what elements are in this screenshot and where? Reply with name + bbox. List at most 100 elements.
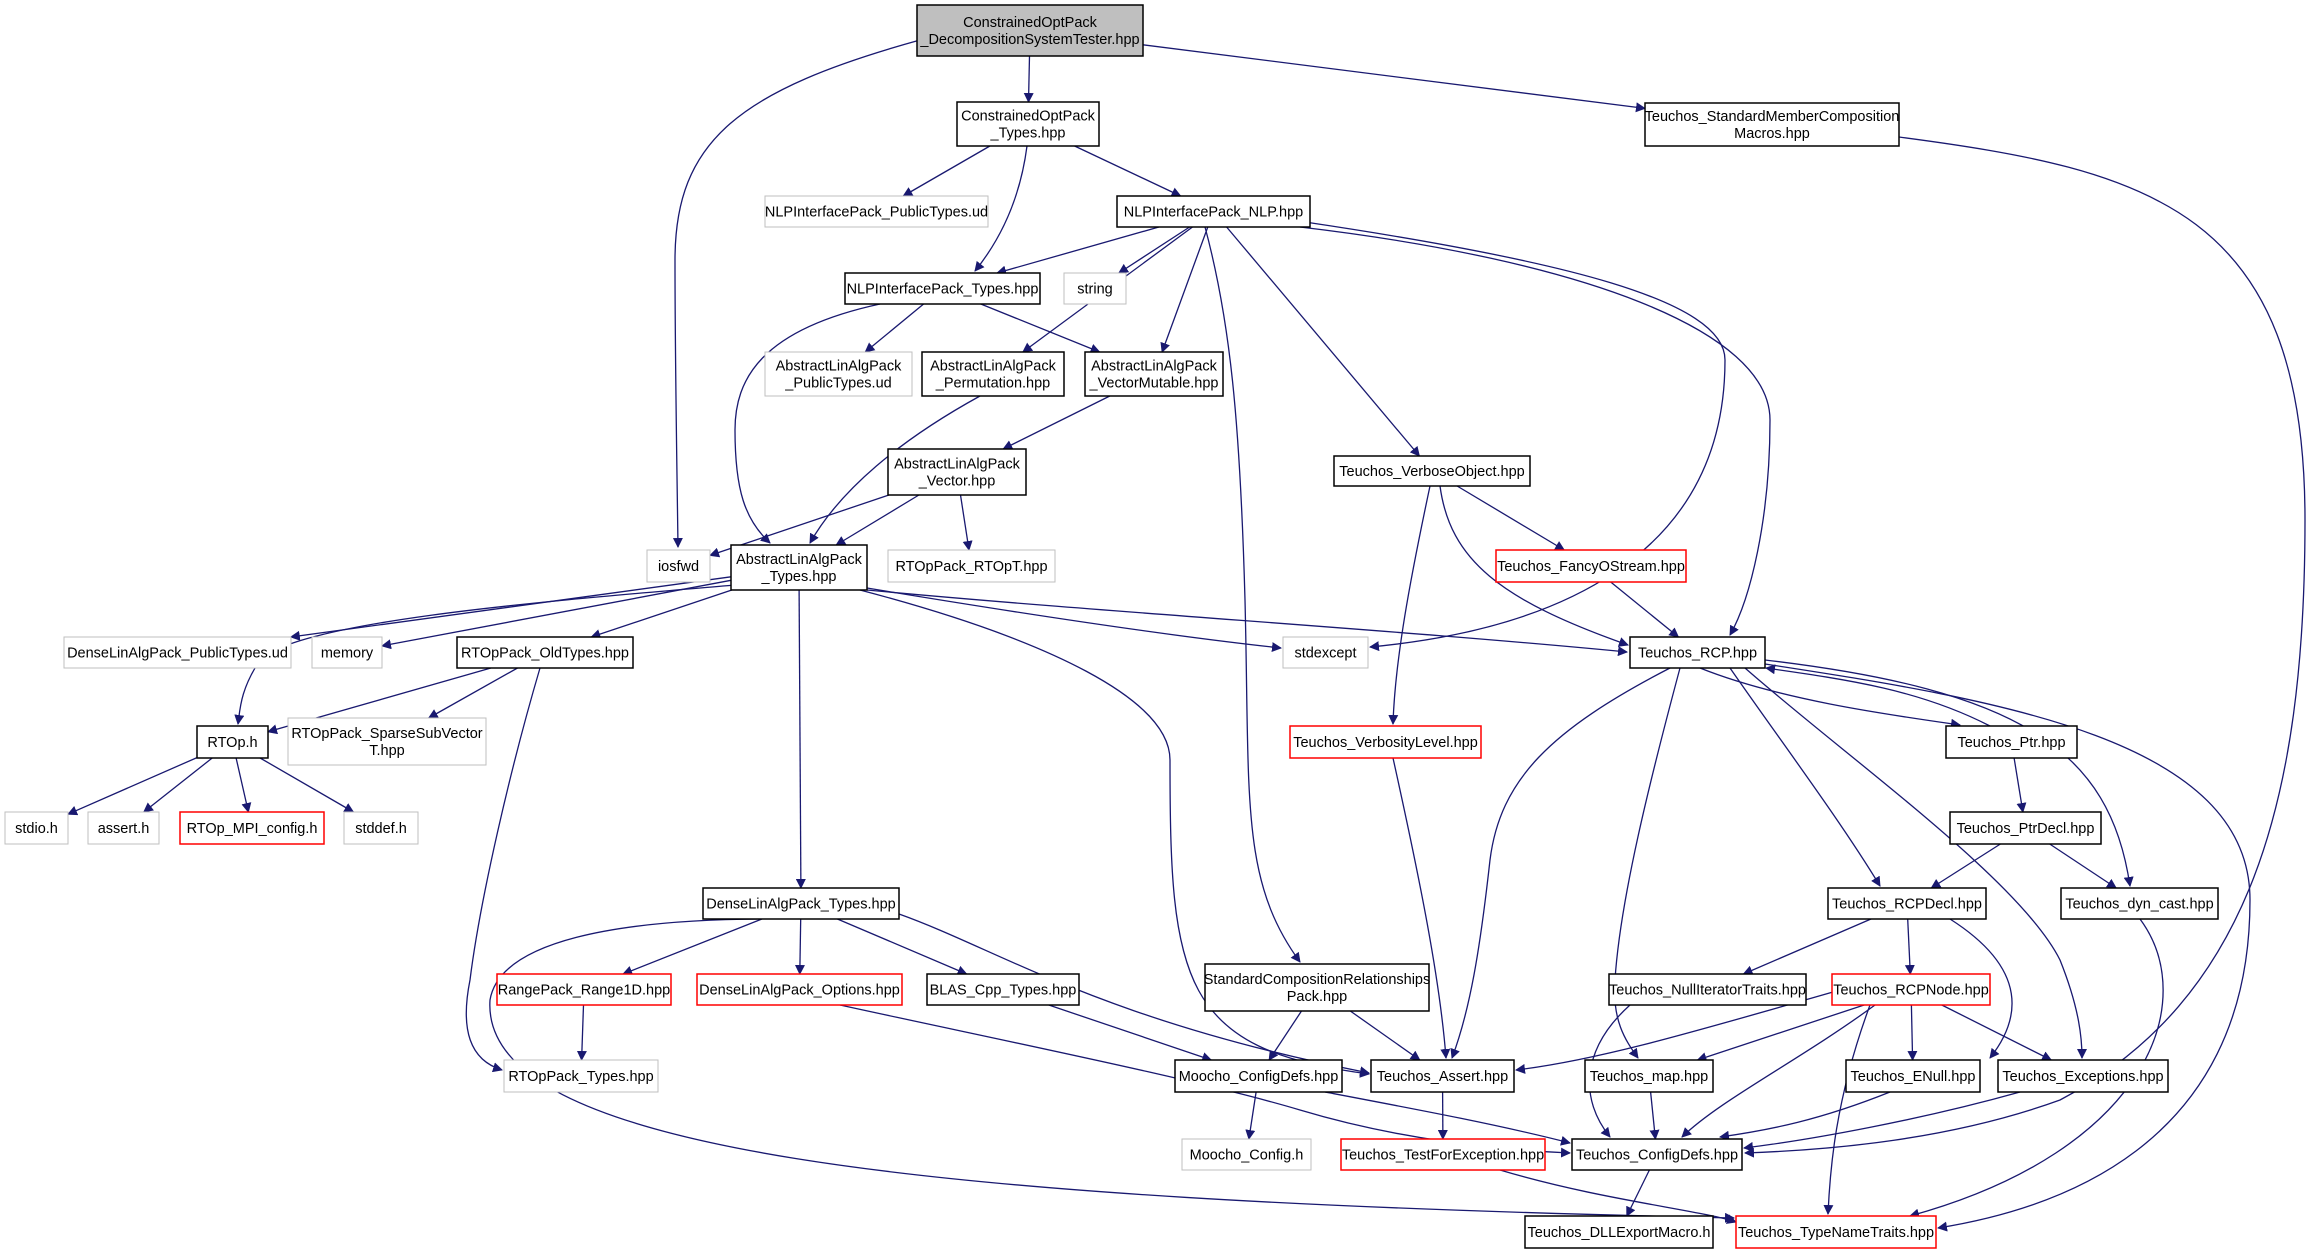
- node-rtop-h[interactable]: RTOp.h: [196, 725, 269, 759]
- edge-ala_types-to-t_assert: [859, 589, 1370, 1078]
- node-nlp-pub[interactable]: NLPInterfacePack_PublicTypes.ud: [764, 195, 989, 228]
- node-iosfwd[interactable]: iosfwd: [646, 549, 711, 583]
- node-box: [1181, 1138, 1312, 1171]
- node-nlp-nlp[interactable]: NLPInterfacePack_NLP.hpp: [1116, 195, 1311, 228]
- edge-t_ptrdecl-to-t_rcpdecl: [1930, 843, 2001, 889]
- node-box: [1370, 1059, 1515, 1093]
- edge-nlp_types-to-ala_vm: [980, 303, 1101, 354]
- node-stdexcept[interactable]: stdexcept: [1282, 636, 1369, 669]
- node-t-ptrdecl[interactable]: Teuchos_PtrDecl.hpp: [1949, 811, 2102, 845]
- node-t-assert[interactable]: Teuchos_Assert.hpp: [1370, 1059, 1515, 1093]
- node-label: BLAS_Cpp_Types.hpp: [930, 983, 1077, 999]
- node-stddef[interactable]: stddef.h: [343, 811, 419, 845]
- node-box: [1584, 1059, 1714, 1093]
- edge-moocho_cd-to-moocho_cfg: [1245, 1091, 1257, 1140]
- node-label: _Types.hpp: [761, 569, 837, 585]
- node-t-fos[interactable]: Teuchos_FancyOStream.hpp: [1495, 549, 1687, 583]
- node-rtop-t[interactable]: RTOpPack_RTOpT.hpp: [887, 549, 1056, 583]
- node-box: [179, 811, 325, 845]
- edge-t_rcp-to-t_tnt: [1764, 663, 2251, 1232]
- node-t-dll[interactable]: Teuchos_DLLExportMacro.h: [1524, 1215, 1714, 1249]
- edge-rtop_old-to-rtop_types: [465, 667, 541, 1073]
- edge-ala_types-to-rtop_h: [234, 584, 736, 725]
- edge-t_rcp-to-t_ptr: [1699, 667, 1961, 729]
- edge-nlp_nlp-to-t_rcp: [1299, 226, 1771, 636]
- node-root[interactable]: ConstrainedOptPack_DecompositionSystemTe…: [916, 4, 1144, 57]
- edge-rp_r1d-to-rtop_types: [576, 1004, 587, 1061]
- node-label: Teuchos_NullIteratorTraits.hpp: [1609, 983, 1806, 999]
- node-box: [1340, 1138, 1546, 1171]
- node-t-rcp[interactable]: Teuchos_RCP.hpp: [1629, 636, 1766, 669]
- node-label: Moocho_ConfigDefs.hpp: [1179, 1069, 1339, 1085]
- node-label: Teuchos_RCPNode.hpp: [1833, 983, 1989, 999]
- node-box: [1204, 963, 1430, 1012]
- node-label: _VectorMutable.hpp: [1089, 376, 1219, 392]
- node-t-enull[interactable]: Teuchos_ENull.hpp: [1845, 1059, 1981, 1093]
- node-box: [343, 811, 419, 845]
- edge-t_vo-to-t_vl: [1388, 485, 1431, 725]
- node-label: stddef.h: [355, 821, 407, 837]
- node-t-exc[interactable]: Teuchos_Exceptions.hpp: [1997, 1059, 2169, 1093]
- edge-ala_types-to-dla_types: [795, 589, 806, 889]
- node-t-tfe[interactable]: Teuchos_TestForException.hpp: [1340, 1138, 1546, 1171]
- node-rtop-types[interactable]: RTOpPack_Types.hpp: [503, 1059, 659, 1093]
- edge-t_rcpdecl-to-t_rcpnode: [1904, 918, 1915, 975]
- edge-ala_vm-to-ala_vec: [1002, 395, 1111, 450]
- node-string[interactable]: string: [1063, 272, 1127, 305]
- edge-cop_types-to-nlp_pub: [902, 145, 991, 197]
- node-dla-types[interactable]: DenseLinAlgPack_Types.hpp: [702, 887, 900, 920]
- node-box: [1289, 725, 1482, 759]
- node-box: [1831, 973, 1991, 1006]
- node-ala-types[interactable]: AbstractLinAlgPack_Types.hpp: [730, 544, 868, 591]
- node-label: Teuchos_FancyOStream.hpp: [1497, 559, 1685, 575]
- edge-nlp_nlp-to-string: [1118, 226, 1190, 274]
- edge-t_rcp-to-t_dyn: [1764, 659, 2134, 887]
- node-box: [1116, 195, 1311, 228]
- node-assert[interactable]: assert.h: [87, 811, 160, 845]
- node-t-tnt[interactable]: Teuchos_TypeNameTraits.hpp: [1735, 1215, 1937, 1249]
- edge-rtop_h-to-stddef: [259, 757, 355, 813]
- node-rtop-old[interactable]: RTOpPack_OldTypes.hpp: [456, 636, 634, 669]
- node-t-rcpnode[interactable]: Teuchos_RCPNode.hpp: [1831, 973, 1991, 1006]
- node-ala-pub[interactable]: AbstractLinAlgPack_PublicTypes.ud: [764, 351, 913, 397]
- node-rp-r1d[interactable]: RangePack_Range1D.hpp: [496, 973, 672, 1006]
- node-ala-vec[interactable]: AbstractLinAlgPack_Vector.hpp: [887, 448, 1027, 496]
- node-label: AbstractLinAlgPack: [776, 359, 902, 375]
- node-label: ConstrainedOptPack: [961, 109, 1096, 125]
- node-t-map[interactable]: Teuchos_map.hpp: [1584, 1059, 1714, 1093]
- edge-cop_types-to-nlp_nlp: [1074, 145, 1182, 197]
- node-layer: ConstrainedOptPack_DecompositionSystemTe…: [4, 4, 2219, 1249]
- edge-ala_types-to-t_rcp: [866, 589, 1628, 657]
- node-stdio[interactable]: stdio.h: [4, 811, 69, 845]
- node-t-nit[interactable]: Teuchos_NullIteratorTraits.hpp: [1608, 973, 1807, 1006]
- edge-t_rcp-to-t_map: [1613, 667, 1681, 1059]
- node-label: _Permutation.hpp: [935, 376, 1050, 392]
- node-rtop-mpi[interactable]: RTOp_MPI_config.h: [179, 811, 325, 845]
- node-dla-opt[interactable]: DenseLinAlgPack_Options.hpp: [696, 973, 903, 1006]
- edge-t_vo-to-t_rcp: [1439, 485, 1629, 647]
- node-label: Teuchos_map.hpp: [1590, 1069, 1709, 1085]
- node-t-vo[interactable]: Teuchos_VerboseObject.hpp: [1333, 455, 1531, 487]
- node-nlp-types[interactable]: NLPInterfacePack_Types.hpp: [844, 272, 1041, 305]
- node-moocho-cd[interactable]: Moocho_ConfigDefs.hpp: [1174, 1059, 1343, 1093]
- node-label: Pack.hpp: [1287, 989, 1347, 1005]
- node-cop-types[interactable]: ConstrainedOptPack_Types.hpp: [956, 101, 1100, 147]
- node-t-cd[interactable]: Teuchos_ConfigDefs.hpp: [1571, 1138, 1743, 1171]
- node-box: [1997, 1059, 2169, 1093]
- node-t-smcm[interactable]: Teuchos_StandardMemberCompositionMacros.…: [1644, 102, 1900, 147]
- node-memory[interactable]: memory: [311, 636, 383, 669]
- node-ala-perm[interactable]: AbstractLinAlgPack_Permutation.hpp: [921, 351, 1065, 397]
- node-t-ptr[interactable]: Teuchos_Ptr.hpp: [1945, 725, 2078, 759]
- node-t-dyn[interactable]: Teuchos_dyn_cast.hpp: [2060, 887, 2219, 920]
- node-t-rcpdecl[interactable]: Teuchos_RCPDecl.hpp: [1827, 887, 1987, 920]
- node-blas[interactable]: BLAS_Cpp_Types.hpp: [926, 973, 1080, 1006]
- node-box: [63, 636, 292, 669]
- edge-nlp_nlp-to-ala_vm: [1160, 226, 1209, 353]
- node-moocho-cfg[interactable]: Moocho_Config.h: [1181, 1138, 1312, 1171]
- node-dla-pub[interactable]: DenseLinAlgPack_PublicTypes.ud: [63, 636, 292, 669]
- node-t-vl[interactable]: Teuchos_VerbosityLevel.hpp: [1289, 725, 1482, 759]
- node-ala-vm[interactable]: AbstractLinAlgPack_VectorMutable.hpp: [1084, 351, 1224, 397]
- node-box: [764, 195, 989, 228]
